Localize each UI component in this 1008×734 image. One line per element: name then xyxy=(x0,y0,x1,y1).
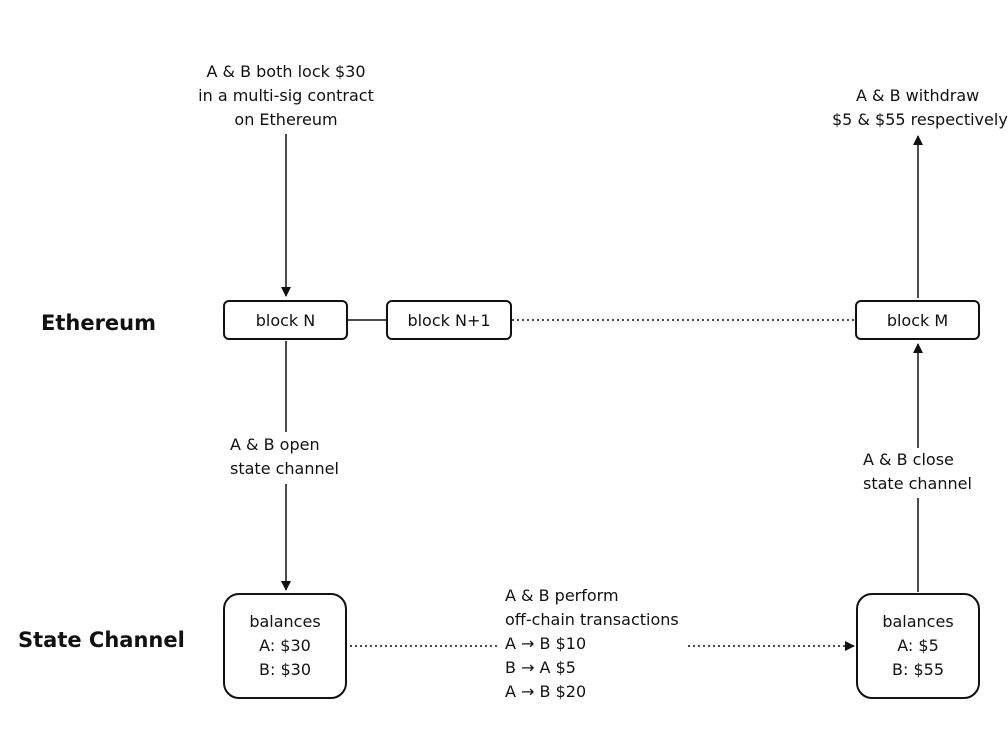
annotation-offchain: A & B perform off-chain transactions A →… xyxy=(505,584,679,704)
annotation-close-line-2: state channel xyxy=(863,474,972,493)
annotation-offchain-line-1: A & B perform xyxy=(505,586,619,605)
annotation-open-line-2: state channel xyxy=(230,459,339,478)
annotation-lock-line-1: A & B both lock $30 xyxy=(206,62,366,81)
balances-start-a: A: $30 xyxy=(259,636,311,655)
offchain-tx-1: A → B $10 xyxy=(505,634,587,653)
block-n-plus-1: block N+1 xyxy=(386,300,512,340)
annotation-withdraw: A & B withdraw $5 & $55 respectively xyxy=(832,84,1008,132)
balances-end: balances A: $5 B: $55 xyxy=(856,593,980,699)
annotation-close-line-1: A & B close xyxy=(863,450,954,469)
row-label-state-channel: State Channel xyxy=(18,628,185,652)
row-label-ethereum: Ethereum xyxy=(41,311,157,335)
annotation-lock-line-3: on Ethereum xyxy=(234,110,338,129)
balances-end-b: B: $55 xyxy=(892,660,944,679)
annotation-open: A & B open state channel xyxy=(230,433,339,481)
balances-end-a: A: $5 xyxy=(897,636,939,655)
block-n: block N xyxy=(223,300,348,340)
balances-start-title: balances xyxy=(249,612,321,631)
offchain-tx-3: A → B $20 xyxy=(505,682,587,701)
annotation-close: A & B close state channel xyxy=(863,448,972,496)
annotation-lock: A & B both lock $30 in a multi-sig contr… xyxy=(198,60,374,132)
annotation-withdraw-line-2: $5 & $55 respectively xyxy=(832,110,1008,129)
offchain-tx-2: B → A $5 xyxy=(505,658,576,677)
annotation-lock-line-2: in a multi-sig contract xyxy=(198,86,374,105)
annotation-withdraw-line-1: A & B withdraw xyxy=(856,86,980,105)
block-m: block M xyxy=(855,300,980,340)
annotation-open-line-1: A & B open xyxy=(230,435,320,454)
balances-start-b: B: $30 xyxy=(259,660,311,679)
annotation-offchain-line-2: off-chain transactions xyxy=(505,610,679,629)
balances-start: balances A: $30 B: $30 xyxy=(223,593,347,699)
balances-end-title: balances xyxy=(882,612,954,631)
